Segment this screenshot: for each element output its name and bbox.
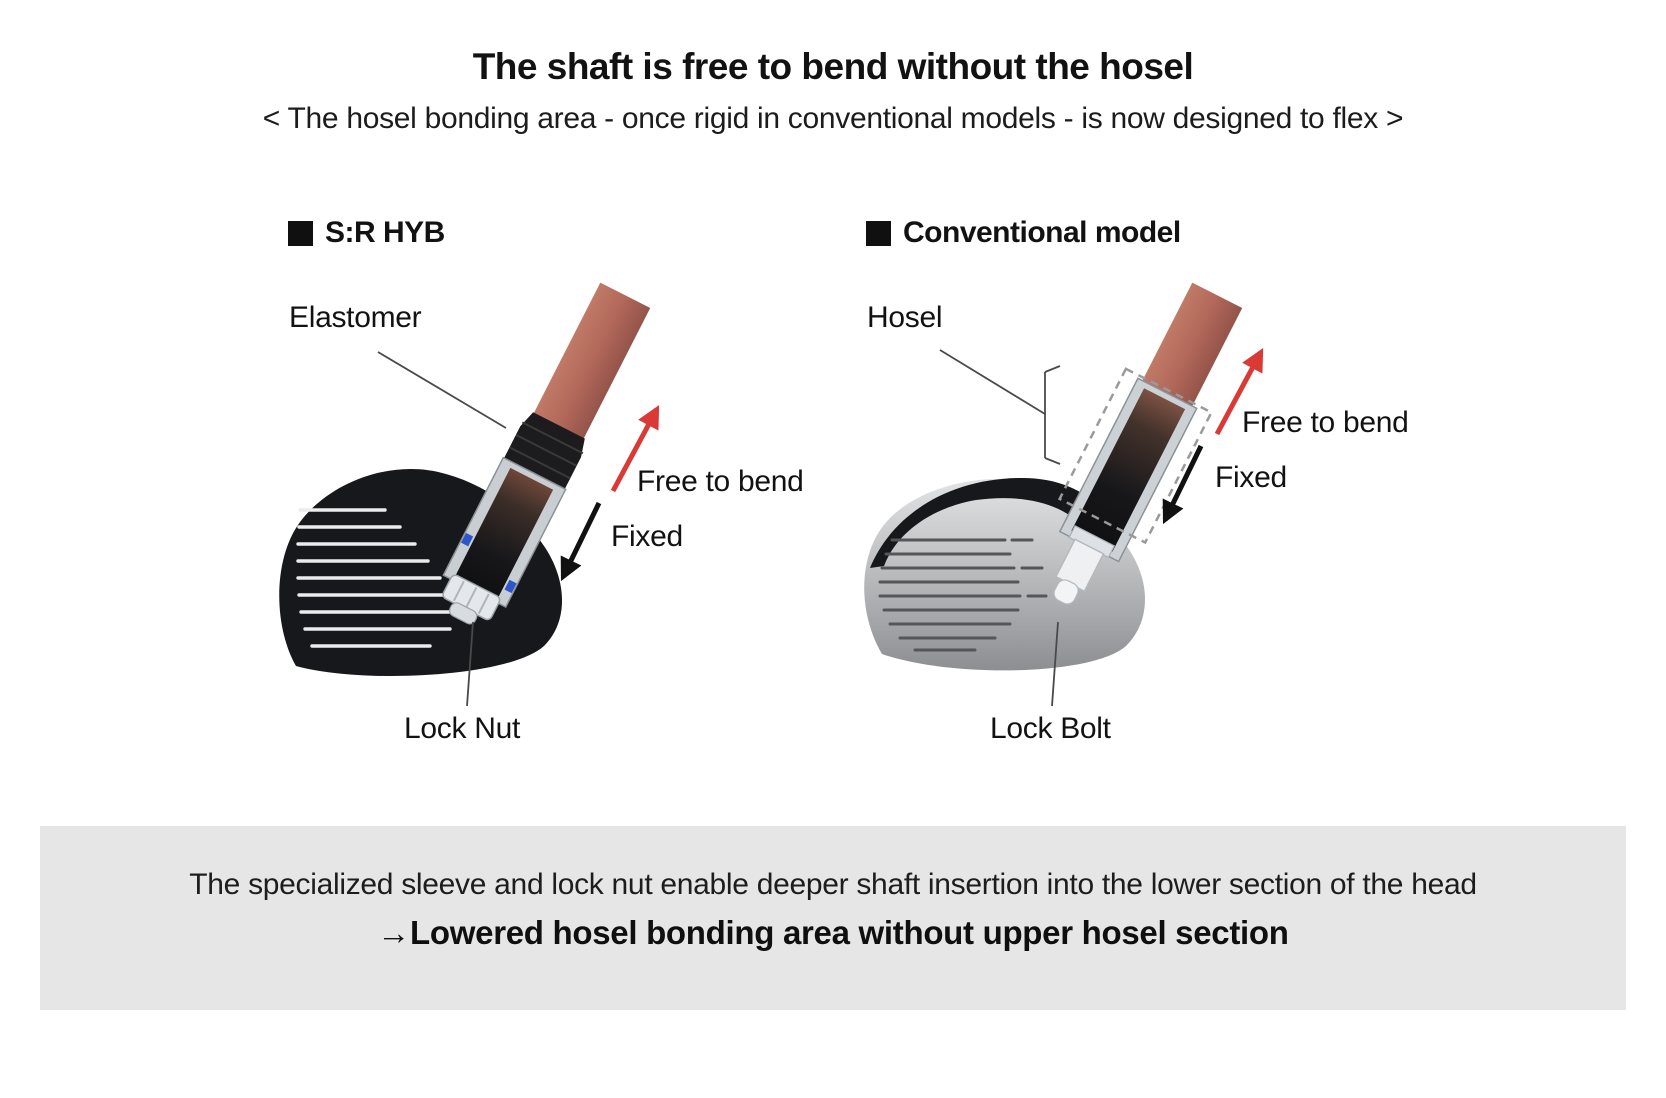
elastomer-connector-line xyxy=(377,351,507,429)
label-free-to-bend-left: Free to bend xyxy=(637,465,804,498)
lock-bolt-graphic xyxy=(1053,525,1116,605)
lock-nut-graphic xyxy=(442,574,501,625)
label-fixed-left: Fixed xyxy=(611,520,683,553)
fixed-arrow-right xyxy=(1162,444,1204,525)
shaft-assembly-srhyb xyxy=(442,282,651,625)
panel-bullet-icon xyxy=(288,220,313,246)
panel-label-text: Conventional model xyxy=(903,216,1181,249)
crown-edge-conventional xyxy=(870,478,1102,568)
fixed-arrow-left xyxy=(560,501,602,582)
hosel-dashed-outline xyxy=(1057,367,1214,545)
footer-note: The specialized sleeve and lock nut enab… xyxy=(40,826,1626,1010)
footer-line1: The specialized sleeve and lock nut enab… xyxy=(189,868,1477,901)
label-fixed-right: Fixed xyxy=(1215,461,1287,494)
panel-label-text: S:R HYB xyxy=(325,216,445,249)
panel-label-srhyb: S:R HYB xyxy=(288,216,445,250)
label-free-to-bend-right: Free to bend xyxy=(1242,406,1409,439)
face-grooves-srhyb xyxy=(296,508,457,648)
hosel-bracket xyxy=(1044,365,1061,465)
page-title: The shaft is free to bend without the ho… xyxy=(472,46,1194,87)
blue-accent-right xyxy=(504,579,517,594)
label-hosel: Hosel xyxy=(867,301,943,334)
label-lock-nut: Lock Nut xyxy=(404,712,520,745)
panel-label-conventional: Conventional model xyxy=(866,216,1181,250)
club-head-srhyb xyxy=(279,468,563,677)
label-elastomer: Elastomer xyxy=(289,301,422,334)
shaft-assembly-conventional xyxy=(1053,282,1243,605)
shaft-graphic-conventional xyxy=(1133,282,1243,424)
blue-accent-left xyxy=(461,532,474,547)
footer-line2: →Lowered hosel bonding area without uppe… xyxy=(377,914,1289,951)
club-head-conventional xyxy=(864,478,1145,671)
face-grooves-conventional xyxy=(878,538,1048,652)
shaft-graphic-srhyb xyxy=(525,282,651,455)
elastomer-sleeve-graphic xyxy=(502,412,585,493)
lock-nut-connector-line xyxy=(466,621,474,707)
label-lock-bolt: Lock Bolt xyxy=(990,712,1111,745)
page-subtitle: < The hosel bonding area - once rigid in… xyxy=(262,102,1404,135)
lock-bolt-connector-line xyxy=(1051,621,1059,707)
panel-bullet-icon xyxy=(866,220,891,246)
hosel-connector-line xyxy=(939,349,1046,415)
